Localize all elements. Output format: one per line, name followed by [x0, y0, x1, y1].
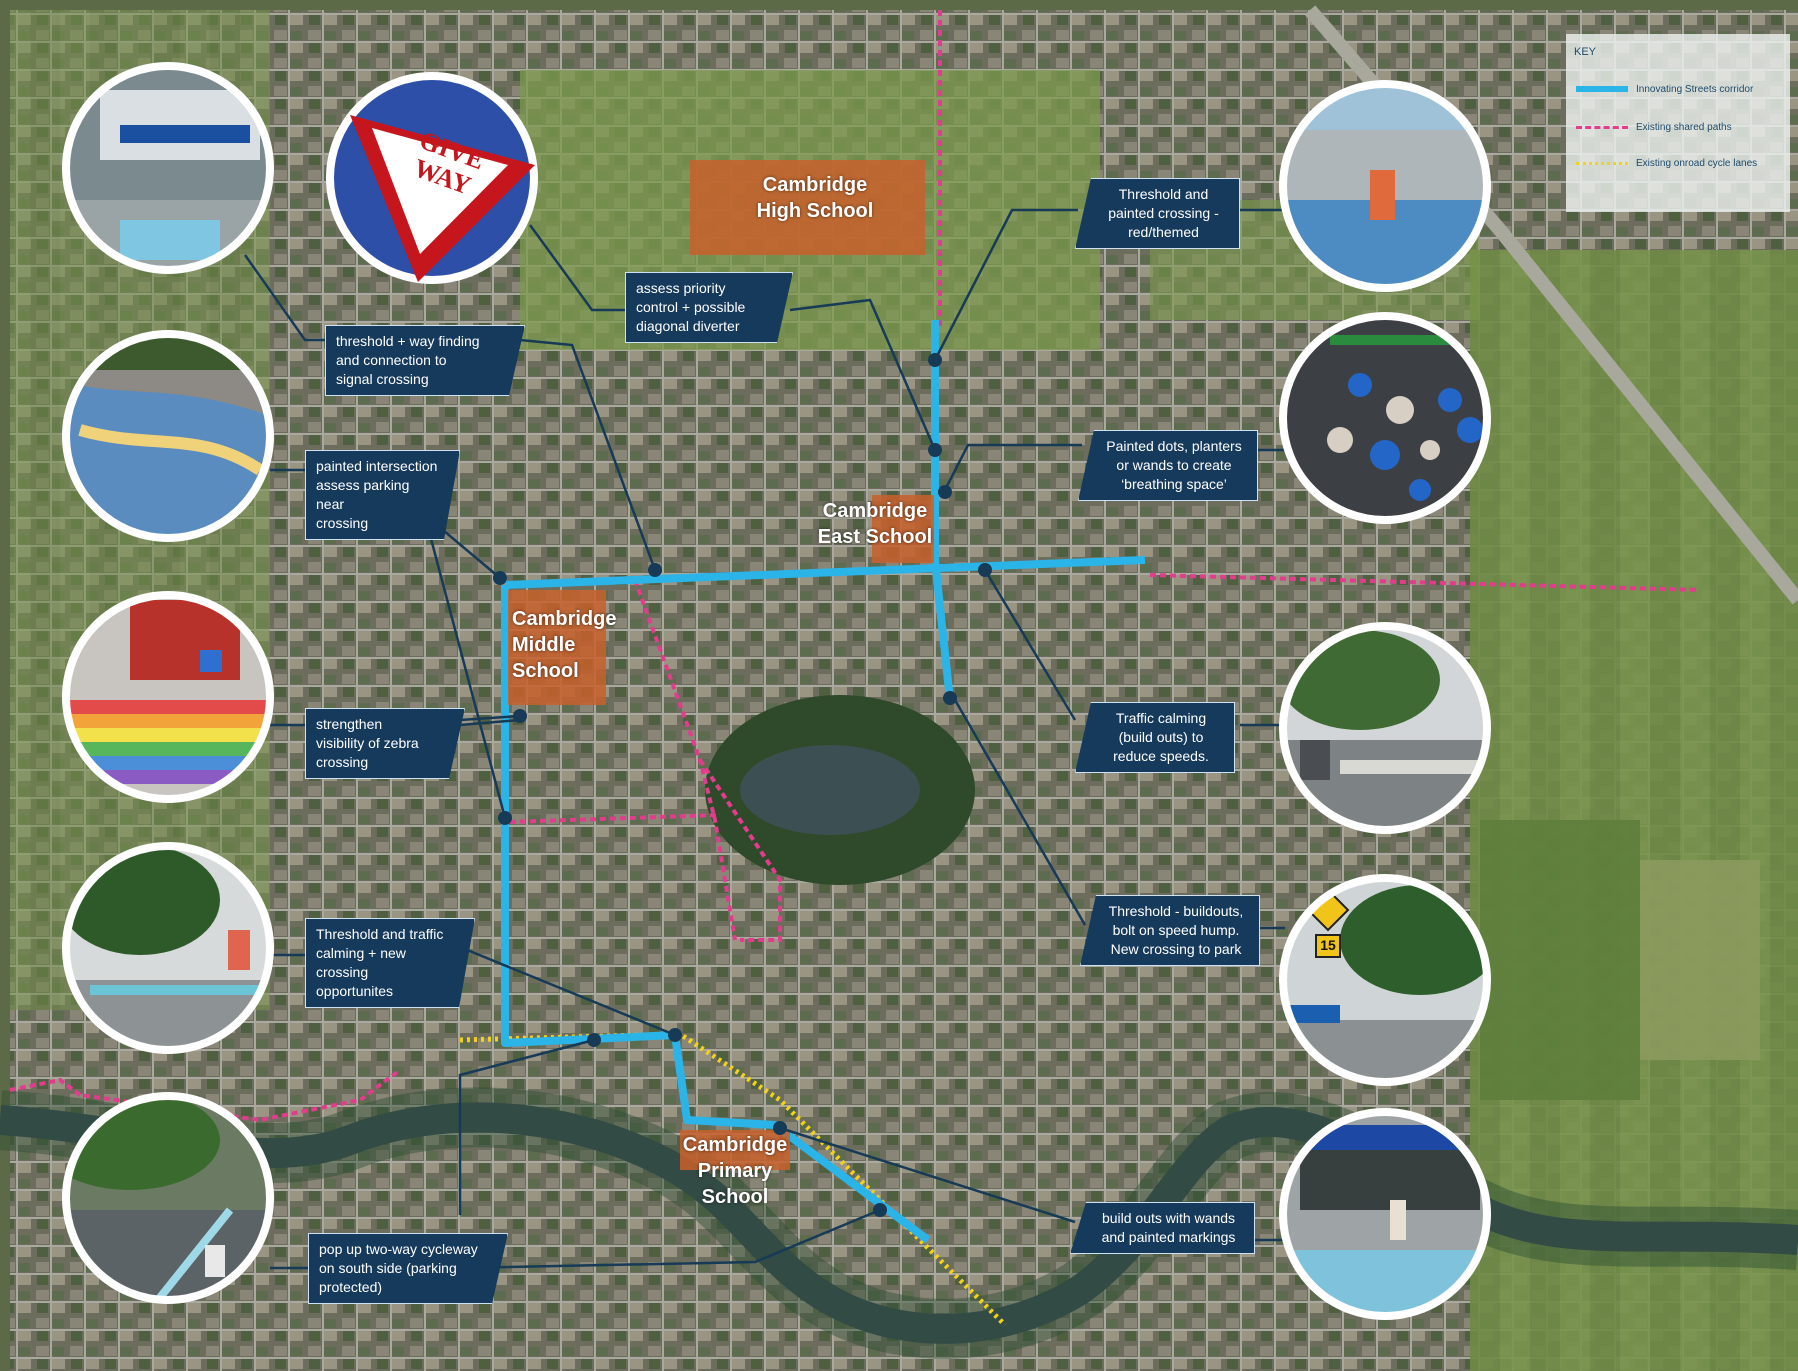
callout-line: threshold + way finding: [336, 333, 480, 349]
callout-line: reduce speeds.: [1113, 748, 1209, 764]
callout-line: diagonal diverter: [636, 318, 740, 334]
callout-line: signal crossing: [336, 371, 429, 387]
middle-school-block: [508, 590, 606, 705]
school-name-line: Middle: [512, 634, 576, 656]
key-title: KEY: [1574, 46, 1597, 58]
callout-line: Threshold and traffic: [316, 926, 444, 942]
callout-line: Painted dots, planters: [1106, 438, 1242, 454]
callout-zebra: strengthen visibility of zebra crossing: [305, 708, 465, 779]
key-row-cycle-lanes: Existing onroad cycle lanes: [1576, 158, 1757, 169]
school-name-line: Cambridge: [762, 174, 868, 196]
callout-line: or wands to create: [1116, 457, 1232, 473]
school-label-east: Cambridge East School: [805, 498, 945, 550]
school-name-line: Cambridge: [682, 1134, 788, 1156]
school-name-line: Cambridge: [822, 500, 928, 522]
callout-assess-priority: assess priority control + possible diago…: [625, 272, 793, 343]
callout-line: protected): [319, 1279, 383, 1295]
photo-storefront-crosswalk: [62, 62, 274, 274]
callout-threshold-painted: Threshold and painted crossing - red/the…: [1075, 178, 1240, 249]
key-label: Innovating Streets corridor: [1636, 84, 1754, 95]
callout-build-outs: build outs with wands and painted markin…: [1070, 1202, 1255, 1254]
school-label-middle: Cambridge Middle School: [512, 606, 617, 684]
farmland-east: [1470, 250, 1798, 1371]
corridor-swatch: [1576, 86, 1628, 93]
map-key: KEY Innovating Streets corridor Existing…: [1566, 34, 1790, 212]
callout-popup-cycleway: pop up two-way cycleway on south side (p…: [308, 1233, 508, 1304]
callout-line: Traffic calming: [1115, 710, 1207, 726]
school-label-high: Cambridge High School: [730, 172, 900, 224]
callout-line: assess priority: [636, 280, 726, 296]
callout-line: calming + new crossing: [316, 945, 406, 980]
callout-line: Threshold and: [1118, 186, 1209, 202]
callout-line: strengthen: [316, 716, 383, 732]
callout-line: red/themed: [1128, 224, 1199, 240]
photo-painted-dots-intersection: [1279, 312, 1491, 524]
photo-tree-lined-cycleway: [62, 1092, 274, 1304]
callout-line: New crossing to park: [1110, 941, 1242, 957]
callout-threshold-traffic: Threshold and traffic calming + new cros…: [305, 918, 475, 1008]
speed-sign-label: 15: [1320, 937, 1336, 953]
callout-line: control + possible: [636, 299, 746, 315]
callout-line: opportunites: [316, 983, 394, 999]
photo-storefront-wands: [1279, 1108, 1491, 1320]
callout-line: and painted markings: [1101, 1229, 1236, 1245]
photo-themed-crossing: [1279, 80, 1491, 292]
key-row-corridor: Innovating Streets corridor: [1576, 84, 1753, 95]
photo-rainbow-crossing: [62, 591, 274, 803]
callout-line: visibility of zebra: [316, 735, 419, 751]
callout-line: Threshold - buildouts,: [1108, 903, 1244, 919]
photo-speed-15-sign: [1279, 874, 1491, 1086]
callout-line: build outs with wands: [1101, 1210, 1236, 1226]
east-school-block: [872, 495, 934, 563]
callout-line: (build outs) to: [1118, 729, 1204, 745]
callout-painted-intersection: painted intersection assess parking near…: [305, 450, 460, 540]
key-row-shared-paths: Existing shared paths: [1576, 122, 1732, 133]
callout-line: ‘breathing space’: [1121, 476, 1227, 492]
school-name-line: East School: [817, 526, 933, 548]
leader-lines: [243, 208, 1285, 1270]
callout-line: painted intersection: [316, 458, 438, 474]
callout-line: crossing: [316, 515, 369, 531]
school-name-line: Primary: [697, 1160, 773, 1182]
leader-dots: [493, 353, 992, 1217]
callout-line: bolt on speed hump.: [1112, 922, 1240, 938]
callout-line: pop up two-way cycleway: [319, 1241, 478, 1257]
callout-line: on south side (parking: [319, 1260, 457, 1276]
key-label: Existing onroad cycle lanes: [1636, 158, 1758, 169]
high-school-block: [690, 160, 925, 255]
callout-line: and connection to: [336, 352, 447, 368]
primary-school-block: [680, 1130, 790, 1170]
callout-line: crossing: [316, 754, 369, 770]
lake: [740, 745, 920, 835]
key-label: Existing shared paths: [1636, 122, 1732, 133]
cycle-lane-swatch: [1576, 161, 1628, 165]
school-name-line: School: [701, 1186, 769, 1208]
callout-line: painted crossing -: [1108, 205, 1219, 221]
shared-path-swatch: [1576, 125, 1628, 129]
school-name-line: High School: [756, 200, 874, 222]
callout-traffic-calming: Traffic calming (build outs) to reduce s…: [1075, 702, 1235, 773]
photo-cyclist-threshold: [62, 842, 274, 1054]
shared-paths: [9, 10, 1701, 1123]
callout-painted-dots: Painted dots, planters or wands to creat…: [1078, 430, 1258, 501]
give-way-sign-icon: [326, 72, 538, 284]
school-name-line: Cambridge: [512, 608, 617, 630]
callout-threshold-wayfinding: threshold + way finding and connection t…: [325, 325, 525, 396]
callout-line: assess parking near: [316, 477, 410, 512]
callout-threshold-buildouts: Threshold - buildouts, bolt on speed hum…: [1080, 895, 1260, 966]
school-name-line: School: [512, 660, 579, 682]
school-label-primary: Cambridge Primary School: [660, 1132, 810, 1210]
